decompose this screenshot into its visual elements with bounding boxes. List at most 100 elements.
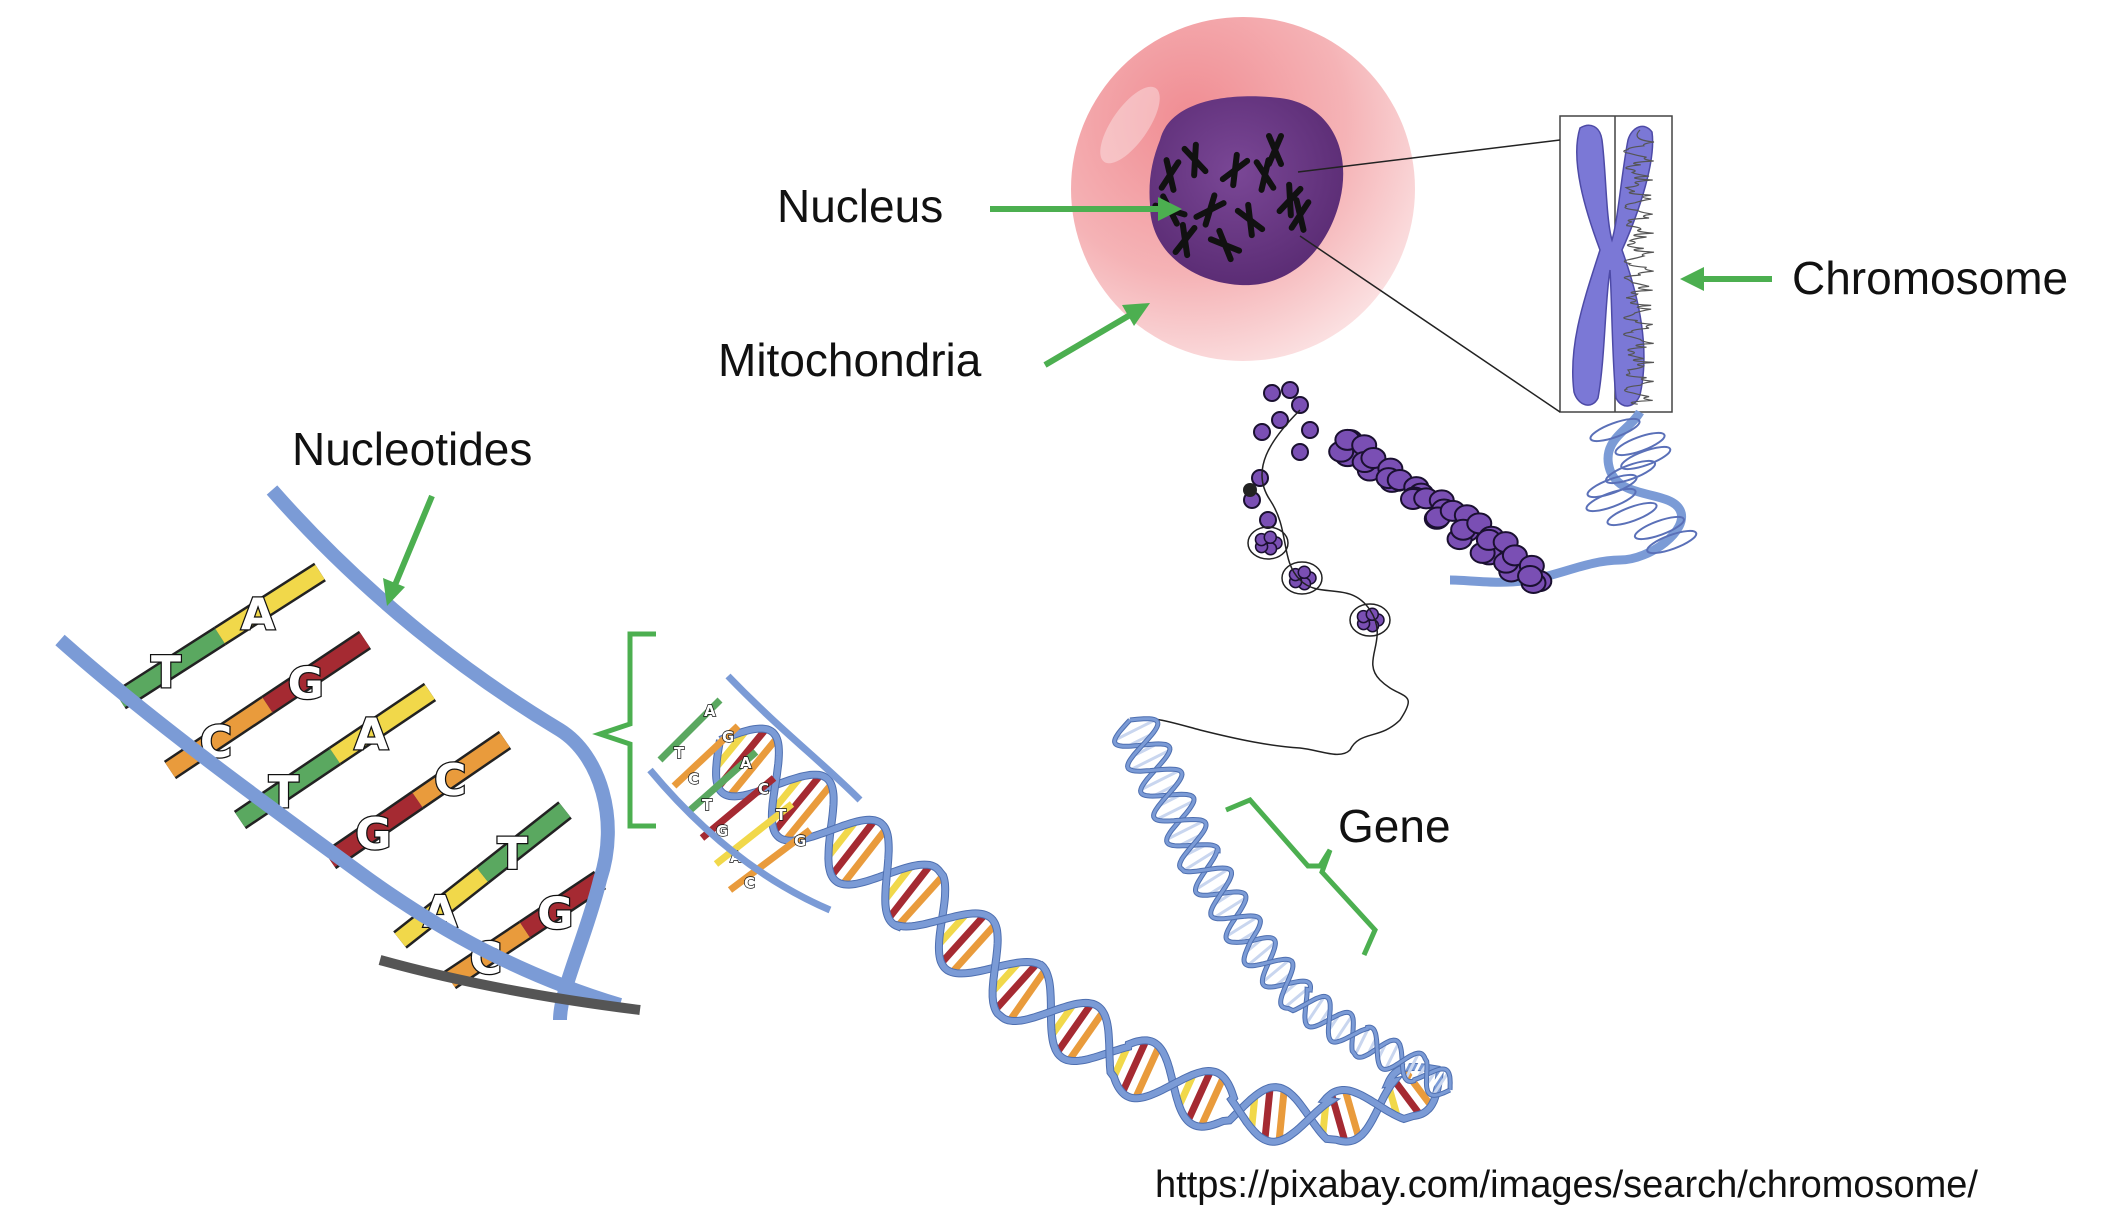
helix-rung <box>1184 1069 1214 1123</box>
helix-rung <box>1142 774 1183 797</box>
helix-rung <box>726 736 780 799</box>
chromosome-arrowhead <box>1680 267 1704 291</box>
chromosome-zoom <box>1297 115 1673 413</box>
helix-rung <box>1129 748 1171 772</box>
zoom-rung-left <box>115 628 225 708</box>
helix-rung <box>782 782 834 843</box>
helix-rung <box>895 873 946 928</box>
helix-rung <box>949 922 998 975</box>
helix-rung <box>1353 1026 1371 1056</box>
zoom-backbone-inner <box>266 485 615 1020</box>
helix-rung <box>989 960 1022 994</box>
linker-dna <box>1129 409 1410 756</box>
gene-label: Gene <box>1338 800 1451 852</box>
nucleosome-bead <box>1297 565 1312 579</box>
zoom-base-left: T <box>151 647 181 698</box>
helix-rung <box>1155 799 1195 821</box>
nucleosome-bead <box>1243 483 1257 497</box>
zoom-bracket <box>592 631 656 829</box>
coil-loop <box>1614 431 1666 457</box>
helix-rung <box>1261 1087 1274 1141</box>
cell <box>1071 17 1415 361</box>
helix-rung <box>882 864 914 902</box>
zoom-rung-right <box>412 732 510 808</box>
nucleus-label: Nucleus <box>777 180 943 232</box>
helix-rungs <box>713 726 1440 1143</box>
zoom-base-right: C <box>434 755 466 806</box>
zoom-rung-right <box>477 803 571 882</box>
coil-loop <box>1585 487 1637 513</box>
nucleus-chromosome-mark <box>1276 181 1304 219</box>
helix-rung <box>1213 896 1247 920</box>
nucleus-chromosome-mark <box>1207 227 1243 263</box>
helix-rung <box>1006 967 1049 1023</box>
nucleosome-beads <box>1243 381 1553 637</box>
mini-backbone <box>647 767 832 914</box>
mini-base-right: G <box>794 832 806 850</box>
helix-rung <box>1275 1089 1288 1142</box>
helix-rung <box>1182 848 1218 873</box>
helix-rung <box>1341 1089 1363 1139</box>
mini-rung <box>699 775 777 841</box>
mini-base-left: C <box>688 770 699 788</box>
bead-cluster-ring <box>1349 603 1391 637</box>
mini-base-right: T <box>776 806 787 824</box>
helix-rung <box>1431 1071 1450 1097</box>
coil-loop <box>1633 515 1685 541</box>
helix-rung <box>1404 1052 1420 1080</box>
nucleus-chromosome-mark <box>1158 157 1182 193</box>
nucleosome-bead <box>1281 381 1299 399</box>
zoom-rung-left <box>235 748 340 828</box>
zoom-base-right: A <box>354 710 388 761</box>
helix-rung <box>1140 769 1181 792</box>
helix-rung <box>1049 1002 1077 1038</box>
chromatin-fiber <box>1129 381 1698 756</box>
helix-rung <box>1228 920 1262 943</box>
nucleosome-bead <box>1301 421 1319 439</box>
helix-rung <box>828 818 878 878</box>
helix-rung <box>1409 1055 1425 1083</box>
zoom-rung-right <box>262 632 370 713</box>
helix-rung <box>1166 819 1205 841</box>
zoom-base-right: G <box>288 658 324 709</box>
helix-rung <box>1168 824 1207 846</box>
helix-rung <box>1384 1042 1401 1071</box>
helix-rung <box>1309 998 1331 1028</box>
helix-strand <box>1126 717 1451 1097</box>
bead-cluster-ring <box>1247 526 1289 560</box>
nucleosome-bead <box>1271 411 1289 429</box>
mini-rung <box>727 827 813 893</box>
nucleus-chromosome-mark <box>1288 197 1312 233</box>
zoom-rung-left <box>325 792 423 868</box>
chromosome-box <box>1559 115 1673 413</box>
helix-strand <box>713 739 1441 1145</box>
helix-rung <box>1304 995 1326 1025</box>
zoom-line-top <box>1297 139 1561 173</box>
helix-rung <box>1261 958 1291 984</box>
helix-rung <box>1114 718 1156 742</box>
helix-rung <box>1265 963 1294 988</box>
mini-rung <box>685 749 759 815</box>
bead-cluster-ring <box>1281 561 1323 595</box>
helix-rung <box>1358 1029 1376 1058</box>
nucleus-chromosome-mark <box>1193 192 1227 228</box>
nucleosome-bead <box>1263 384 1281 402</box>
nucleus-chromosome-mark <box>1234 201 1266 239</box>
helix-rung <box>1243 936 1273 963</box>
coil-loop <box>1646 529 1698 555</box>
zoom-backbone-outer <box>55 634 623 1012</box>
mini-backbone <box>725 673 863 803</box>
zoom-rung-right <box>215 564 325 644</box>
helix-rung <box>1153 794 1193 816</box>
helix-strand <box>1113 718 1452 1091</box>
helix-rung <box>1197 872 1233 896</box>
zoom-backbone-dark <box>378 955 641 1015</box>
helix-rung <box>1328 1011 1349 1040</box>
helix-strand-outline <box>712 739 1441 1146</box>
coil-loops <box>1585 417 1698 555</box>
source-url: https://pixabay.com/images/search/chromo… <box>1155 1164 1978 1206</box>
mini-base-right: A <box>740 754 752 772</box>
mini-base-right: A <box>704 702 716 720</box>
